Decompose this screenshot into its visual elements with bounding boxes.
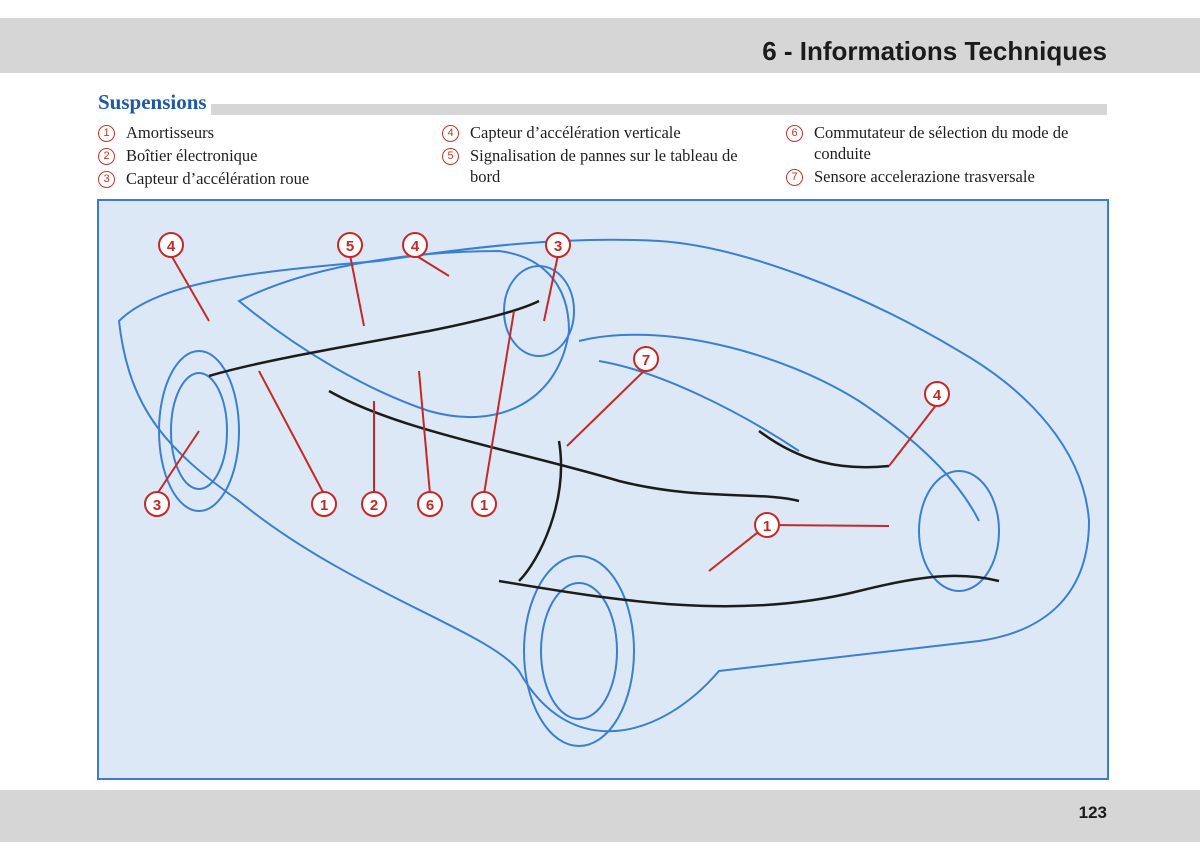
svg-text:2: 2 xyxy=(370,497,378,514)
wheel-outlines xyxy=(158,265,1000,747)
legend-item-4: 4 Capteur d’accélération verticale xyxy=(442,122,762,143)
svg-text:4: 4 xyxy=(167,238,176,255)
chapter-title: 6 - Informations Techniques xyxy=(762,36,1107,66)
legend-label-1: Amortisseurs xyxy=(126,123,214,142)
wiring-harness xyxy=(208,299,1000,608)
section-title: Suspensions xyxy=(98,90,211,115)
callout-leaders xyxy=(156,254,938,572)
legend-label-2: Boîtier électronique xyxy=(126,146,258,165)
legend-number-7: 7 xyxy=(786,169,803,186)
legend-number-5: 5 xyxy=(442,148,459,165)
legend-label-6: Commutateur de sélection du mode de cond… xyxy=(814,123,1069,163)
front-left-wheel xyxy=(523,555,635,747)
svg-text:3: 3 xyxy=(554,238,562,255)
svg-text:1: 1 xyxy=(320,497,328,514)
front-right-wheel xyxy=(918,470,1000,592)
svg-text:6: 6 xyxy=(426,497,434,514)
legend-label-5: Signalisation de pannes sur le tableau d… xyxy=(470,146,738,186)
callout-7: 7 xyxy=(633,346,659,372)
legend-number-1: 1 xyxy=(98,125,115,142)
legend-column-3: 6 Commutateur de sélection du mode de co… xyxy=(786,122,1106,189)
legend-label-3: Capteur d’accélération roue xyxy=(126,169,310,188)
svg-text:7: 7 xyxy=(642,352,650,369)
callout-6: 6 xyxy=(417,491,443,517)
section-rule xyxy=(98,104,1107,115)
suspension-diagram: 4 5 4 3 7 4 3 xyxy=(97,199,1109,780)
legend-label-4: Capteur d’accélération verticale xyxy=(470,123,681,142)
svg-text:4: 4 xyxy=(411,238,420,255)
callout-5: 5 xyxy=(337,232,363,258)
callout-3-rear-right: 3 xyxy=(545,232,571,258)
legend-item-2: 2 Boîtier électronique xyxy=(98,145,418,166)
callout-4-rear-left: 4 xyxy=(158,232,184,258)
legend-number-6: 6 xyxy=(786,125,803,142)
legend-number-3: 3 xyxy=(98,171,115,188)
car-body-outline xyxy=(117,238,1091,733)
legend-item-3: 3 Capteur d’accélération roue xyxy=(98,168,418,189)
rear-left-wheel xyxy=(158,350,240,512)
callout-4-front-right: 4 xyxy=(924,381,950,407)
svg-text:1: 1 xyxy=(480,497,488,514)
callout-2: 2 xyxy=(361,491,387,517)
callout-1-rear-right: 1 xyxy=(471,491,497,517)
svg-text:5: 5 xyxy=(346,238,354,255)
callout-4-rear-right: 4 xyxy=(402,232,428,258)
front-left-rim xyxy=(540,582,618,720)
legend-number-4: 4 xyxy=(442,125,459,142)
car-illustration: 4 5 4 3 7 4 3 xyxy=(117,232,1091,747)
legend-label-7: Sensore accelerazione trasversale xyxy=(814,167,1035,186)
legend-item-6: 6 Commutateur de sélection du mode de co… xyxy=(786,122,1106,164)
rear-left-rim xyxy=(170,372,228,490)
callout-1-front: 1 xyxy=(754,512,780,538)
legend-item-7: 7 Sensore accelerazione trasversale xyxy=(786,166,1106,187)
legend-item-1: 1 Amortisseurs xyxy=(98,122,418,143)
svg-text:1: 1 xyxy=(763,518,771,535)
rear-right-wheel xyxy=(503,265,575,357)
callout-3-rear-left: 3 xyxy=(144,491,170,517)
legend-column-1: 1 Amortisseurs 2 Boîtier électronique 3 … xyxy=(98,122,418,191)
callout-1-rear-left: 1 xyxy=(311,491,337,517)
legend-item-5: 5 Signalisation de pannes sur le tableau… xyxy=(442,145,762,187)
page-number: 123 xyxy=(1078,803,1107,822)
callout-markers: 4 5 4 3 7 4 3 xyxy=(144,232,950,538)
header-bar xyxy=(0,18,1200,73)
legend-column-2: 4 Capteur d’accélération verticale 5 Sig… xyxy=(442,122,762,189)
svg-text:4: 4 xyxy=(933,387,942,404)
svg-text:3: 3 xyxy=(153,497,161,514)
footer-bar xyxy=(0,790,1200,842)
legend-number-2: 2 xyxy=(98,148,115,165)
